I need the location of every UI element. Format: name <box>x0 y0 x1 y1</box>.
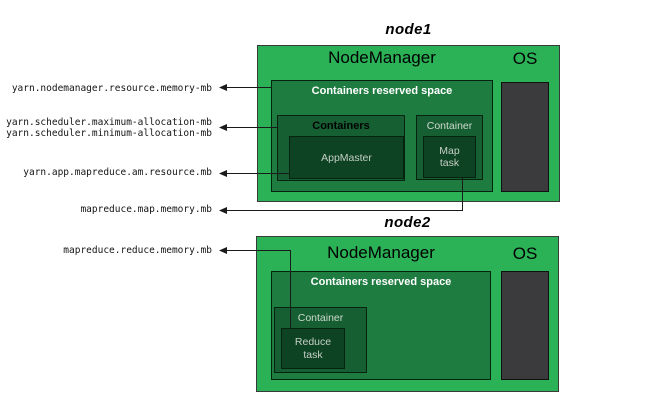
node1-os-label: OS <box>512 49 538 68</box>
node1-map-task-line1: Map <box>439 144 460 157</box>
node2-reduce-task-line2: task <box>303 348 323 361</box>
node2-os-memory-block <box>501 271 549 380</box>
node1-map-task-line2: task <box>439 157 460 169</box>
config-label-nodemanager-resource-memory: yarn.nodemanager.resource.memory-mb <box>11 83 212 94</box>
node1-containers-caption: Containers <box>312 120 370 132</box>
config-label-reduce-memory: mapreduce.reduce.memory.mb <box>63 245 212 256</box>
node2-title: node2 <box>384 214 431 231</box>
node1-appmaster-label: AppMaster <box>321 151 372 164</box>
config-label-scheduler-minimum-allocation: yarn.scheduler.minimum-allocation-mb <box>6 128 212 139</box>
node1-reserved-space-caption: Containers reserved space <box>311 85 453 97</box>
arrowhead-map-memory-icon <box>219 207 227 214</box>
node2-container-caption: Container <box>297 312 344 324</box>
arrowhead-reduce-memory-icon <box>219 247 227 254</box>
config-label-scheduler-maximum-allocation: yarn.scheduler.maximum-allocation-mb <box>6 117 212 128</box>
node2-reduce-task-line1: Reduce <box>294 336 332 348</box>
arrowhead-nodemanager-memory-icon <box>219 84 227 91</box>
node1-title: node1 <box>385 21 432 38</box>
config-label-am-resource: yarn.app.mapreduce.am.resource.mb <box>23 167 212 178</box>
arrowhead-am-resource-icon <box>219 170 227 177</box>
node1-map-task-box: Map task <box>423 136 476 178</box>
arrowhead-scheduler-allocation-icon <box>219 124 227 131</box>
node1-appmaster-box: AppMaster <box>289 136 404 179</box>
node1-nodemanager-label: NodeManager <box>328 48 436 67</box>
node2-nodemanager-label: NodeManager <box>327 243 435 262</box>
node2-reduce-task-box: Reduce task <box>281 328 345 369</box>
config-label-map-memory: mapreduce.map.memory.mb <box>80 204 212 215</box>
node1-os-memory-block <box>501 82 549 192</box>
node2-os-label: OS <box>512 244 538 263</box>
node1-container-caption: Container <box>426 120 473 132</box>
node2-reserved-space-caption: Containers reserved space <box>310 276 452 288</box>
